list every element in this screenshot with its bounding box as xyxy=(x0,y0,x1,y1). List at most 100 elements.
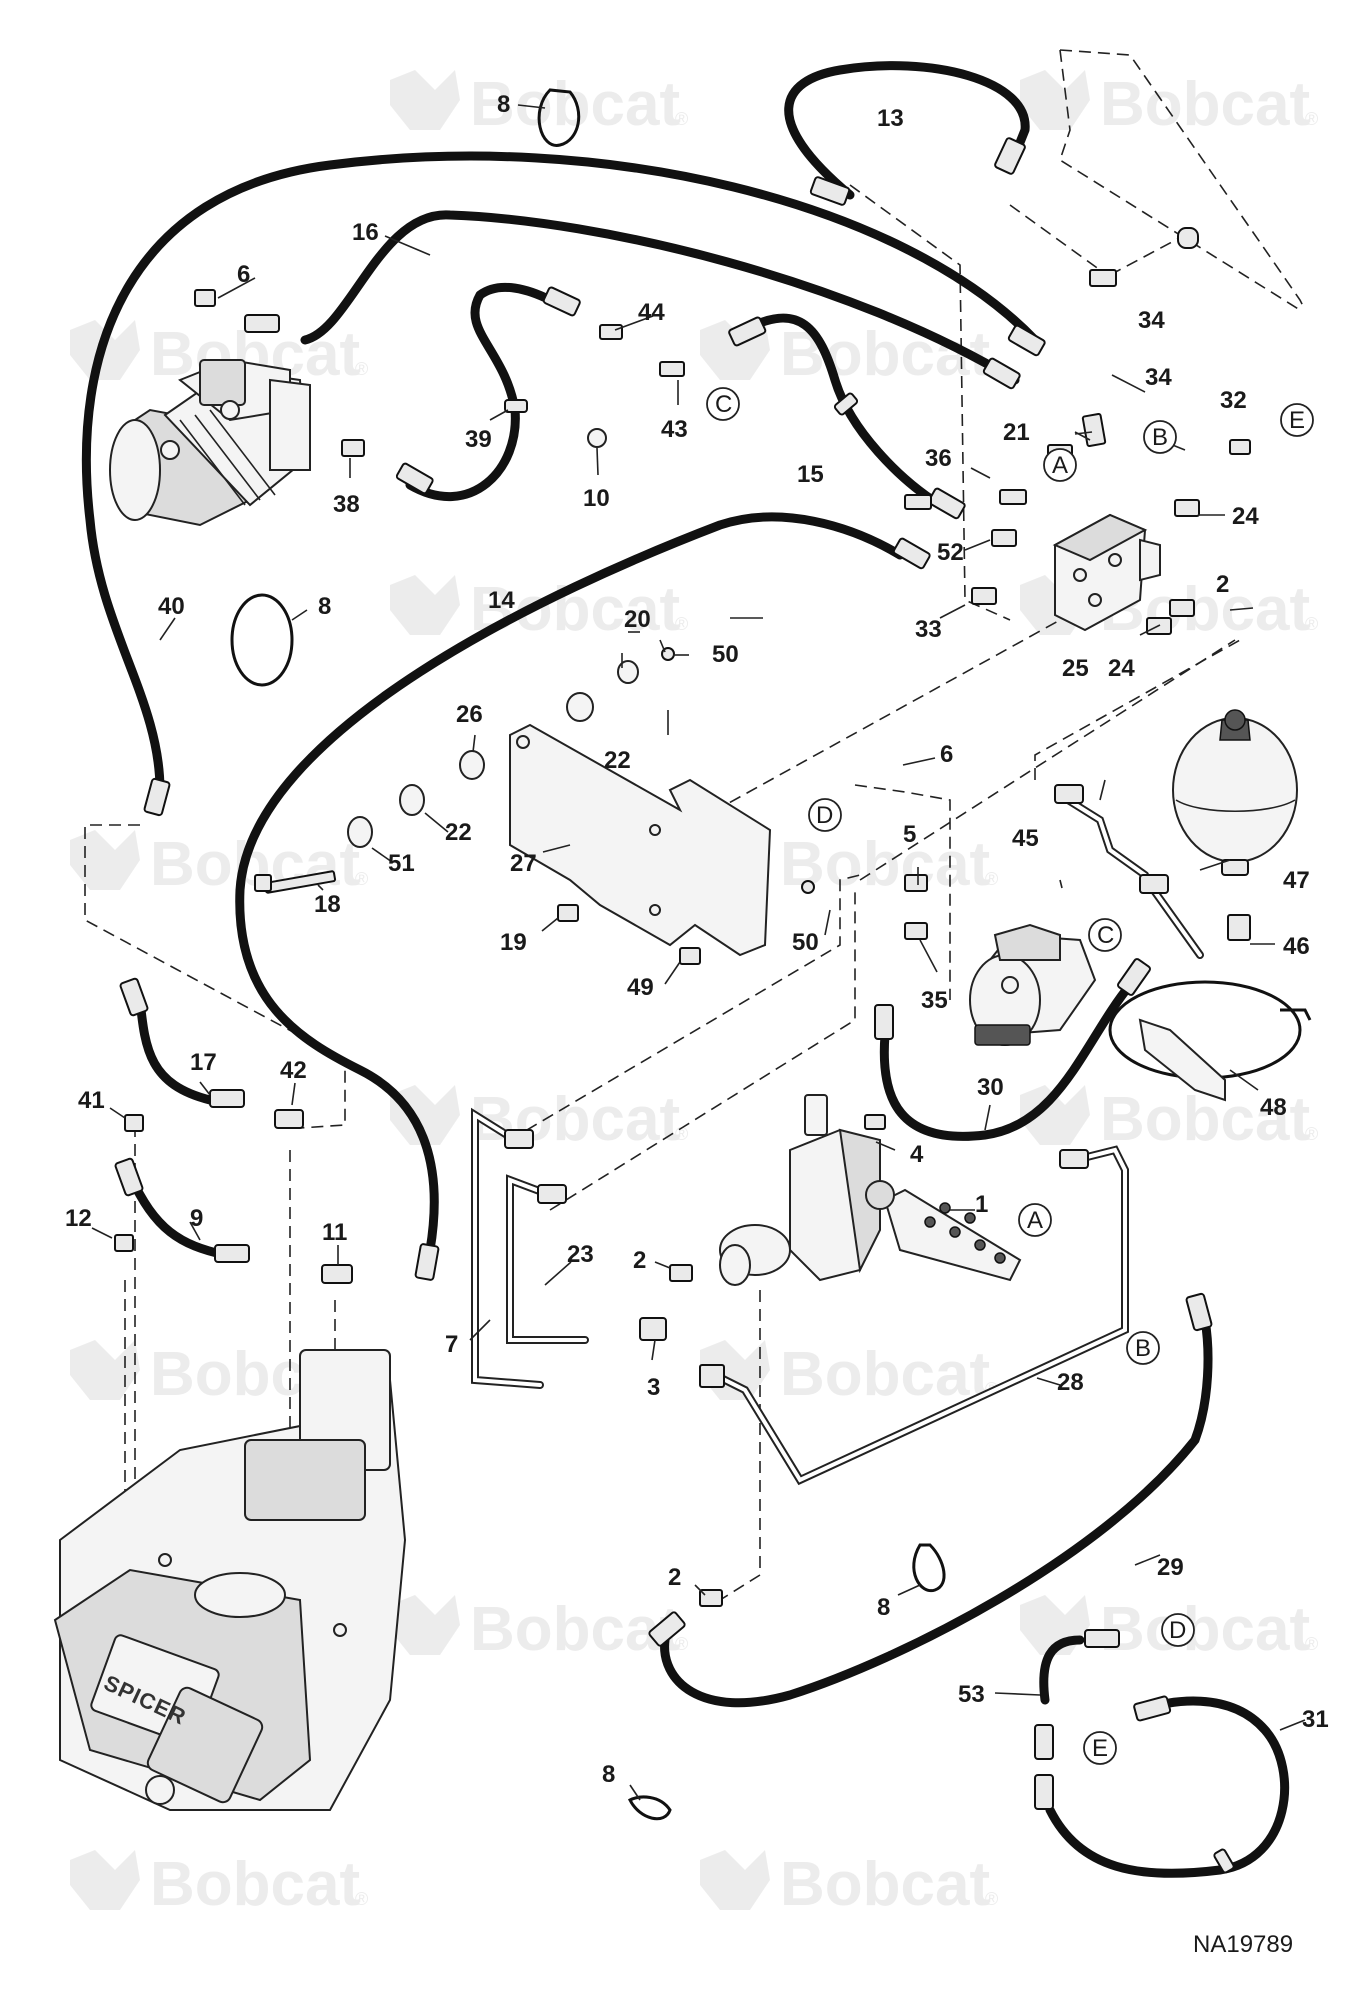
callout-labels: 8 13 16 6 44 43 39 10 38 34 34 32 21 36 … xyxy=(65,91,1329,1788)
watermark-mark: ® xyxy=(1305,1634,1318,1654)
axle-housing-component xyxy=(53,1349,407,1811)
callout-44: 44 xyxy=(638,299,665,326)
watermark-mark: ® xyxy=(1305,109,1318,129)
callout-2-b: 2 xyxy=(633,1247,646,1274)
callout-50: 50 xyxy=(712,641,739,668)
callout-51: 51 xyxy=(388,850,415,877)
hose-fittings xyxy=(114,137,1235,1874)
hoses xyxy=(81,61,1289,1878)
callout-40: 40 xyxy=(158,593,185,620)
callout-16: 16 xyxy=(352,219,379,246)
callout-31: 31 xyxy=(1302,1706,1329,1733)
marker-c-lower: C xyxy=(1088,918,1122,952)
callout-28: 28 xyxy=(1057,1369,1084,1396)
watermark-logo-icon xyxy=(390,1085,460,1145)
watermark-mark: ® xyxy=(675,1634,688,1654)
watermark-logo-icon xyxy=(70,1340,140,1400)
watermark-mark: ® xyxy=(355,869,368,889)
callout-25: 25 xyxy=(1062,655,1089,682)
callout-3: 3 xyxy=(647,1374,660,1401)
callout-34-b: 34 xyxy=(1145,364,1172,391)
callout-32: 32 xyxy=(1220,387,1247,414)
callout-49: 49 xyxy=(627,974,654,1001)
callout-23: 23 xyxy=(567,1241,594,1268)
callout-2-c: 2 xyxy=(668,1564,681,1591)
hydraulic-pump-component xyxy=(109,358,311,527)
callout-6: 6 xyxy=(237,261,250,288)
svg-text:D: D xyxy=(816,802,833,829)
callout-24: 24 xyxy=(1232,503,1259,530)
svg-text:A: A xyxy=(1027,1207,1043,1234)
callout-22-b: 22 xyxy=(445,819,472,846)
watermark-logo-icon xyxy=(70,830,140,890)
callout-1: 1 xyxy=(975,1191,988,1218)
callout-29: 29 xyxy=(1157,1554,1184,1581)
watermark-text: Bobcat xyxy=(780,1340,990,1409)
watermark-logo-icon xyxy=(700,1850,770,1910)
callout-7: 7 xyxy=(445,1331,458,1358)
connection-markers: A A B B C C D D xyxy=(706,387,1314,1765)
watermark-logo-icon xyxy=(390,575,460,635)
marker-a-lower: A xyxy=(1018,1203,1052,1237)
watermark-logo-icon xyxy=(1020,70,1090,130)
brake-valve-component xyxy=(719,1094,1022,1286)
callout-50-b: 50 xyxy=(792,929,819,956)
callout-18: 18 xyxy=(314,891,341,918)
callout-15: 15 xyxy=(797,461,824,488)
callout-39: 39 xyxy=(465,426,492,453)
watermark-logo-icon xyxy=(390,1595,460,1655)
callout-47: 47 xyxy=(1283,867,1310,894)
watermark-mark: ® xyxy=(355,359,368,379)
mounting-plate-component xyxy=(509,723,772,957)
svg-text:C: C xyxy=(715,391,732,418)
callout-2: 2 xyxy=(1216,571,1229,598)
svg-text:E: E xyxy=(1289,407,1305,434)
watermark-logo-icon xyxy=(1020,1085,1090,1145)
valve-block-component xyxy=(1052,513,1161,632)
svg-text:A: A xyxy=(1052,452,1068,479)
callout-34: 34 xyxy=(1138,307,1165,334)
svg-text:D: D xyxy=(1169,1617,1186,1644)
callout-14: 14 xyxy=(488,587,515,614)
callout-leaders xyxy=(91,104,1306,1801)
watermark-mark: ® xyxy=(675,1124,688,1144)
callout-26: 26 xyxy=(456,701,483,728)
callout-43: 43 xyxy=(661,416,688,443)
watermark-logo-icon xyxy=(70,1850,140,1910)
callout-35: 35 xyxy=(921,987,948,1014)
marker-d-upper: D xyxy=(808,798,842,832)
marker-b-lower: B xyxy=(1126,1331,1160,1365)
callout-10: 10 xyxy=(583,485,610,512)
watermark-logo-icon xyxy=(390,70,460,130)
watermark-text: Bobcat xyxy=(470,1595,680,1664)
callout-48: 48 xyxy=(1260,1094,1287,1121)
watermark-mark: ® xyxy=(675,109,688,129)
watermark-mark: ® xyxy=(985,1889,998,1909)
callout-52: 52 xyxy=(937,539,964,566)
callout-5: 5 xyxy=(903,821,916,848)
clamp-bracket-component xyxy=(1108,980,1312,1102)
watermark-mark: ® xyxy=(985,869,998,889)
callout-12: 12 xyxy=(65,1205,92,1232)
svg-text:C: C xyxy=(1097,922,1114,949)
hose-clamps xyxy=(230,88,946,1821)
callout-22: 22 xyxy=(604,747,631,774)
callout-42: 42 xyxy=(280,1057,307,1084)
callout-24-b: 24 xyxy=(1108,655,1135,682)
steering-unit-component xyxy=(969,923,1097,1046)
svg-text:B: B xyxy=(1152,424,1168,451)
callout-13: 13 xyxy=(877,105,904,132)
marker-c-upper: C xyxy=(706,387,740,421)
watermark-text: Bobcat xyxy=(1100,1085,1310,1154)
callout-53: 53 xyxy=(958,1681,985,1708)
callout-45: 45 xyxy=(1012,825,1039,852)
accumulator-component xyxy=(1172,709,1298,876)
watermark-text: Bobcat xyxy=(1100,1595,1310,1664)
callout-36: 36 xyxy=(925,445,952,472)
watermark-mark: ® xyxy=(1305,1124,1318,1144)
small-hardware xyxy=(114,227,1251,1607)
callout-8: 8 xyxy=(497,91,510,118)
marker-d-lower: D xyxy=(1161,1613,1195,1647)
callout-33: 33 xyxy=(915,616,942,643)
